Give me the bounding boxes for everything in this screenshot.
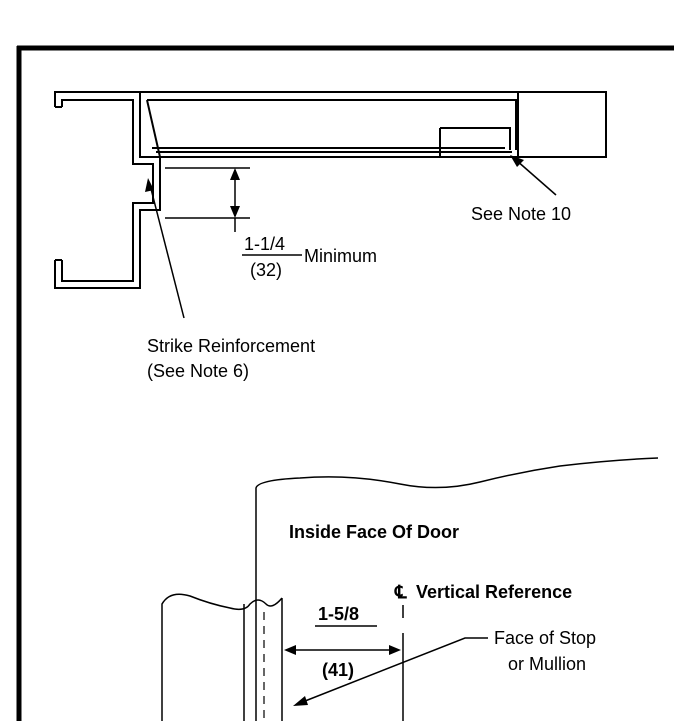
dim-bottom-value: 1-5/8 (318, 604, 359, 624)
face-stop-line1: Face of Stop (494, 628, 596, 648)
dim-bottom-metric: (41) (322, 660, 354, 680)
dimension-bottom (284, 625, 401, 655)
strike-label-line1: Strike Reinforcement (147, 336, 315, 356)
centerline-symbol: ℄ (394, 582, 407, 602)
frame-section-profile (54, 91, 161, 289)
leader-note-10 (510, 155, 557, 196)
vertical-reference-label: Vertical Reference (416, 582, 572, 602)
door-elevation-outline (161, 457, 659, 721)
leader-strike (145, 178, 185, 319)
strike-label-line2: (See Note 6) (147, 361, 249, 381)
face-stop-line2: or Mullion (508, 654, 586, 674)
see-note-10-label: See Note 10 (471, 204, 571, 224)
leader-face-of-stop (293, 637, 488, 706)
dim-top-value: 1-1/4 (244, 234, 285, 254)
inside-face-label: Inside Face Of Door (289, 522, 459, 542)
door-section (140, 91, 607, 158)
dim-top-suffix: Minimum (304, 246, 377, 266)
dim-top-metric: (32) (250, 260, 282, 280)
dimension-top (165, 167, 302, 256)
